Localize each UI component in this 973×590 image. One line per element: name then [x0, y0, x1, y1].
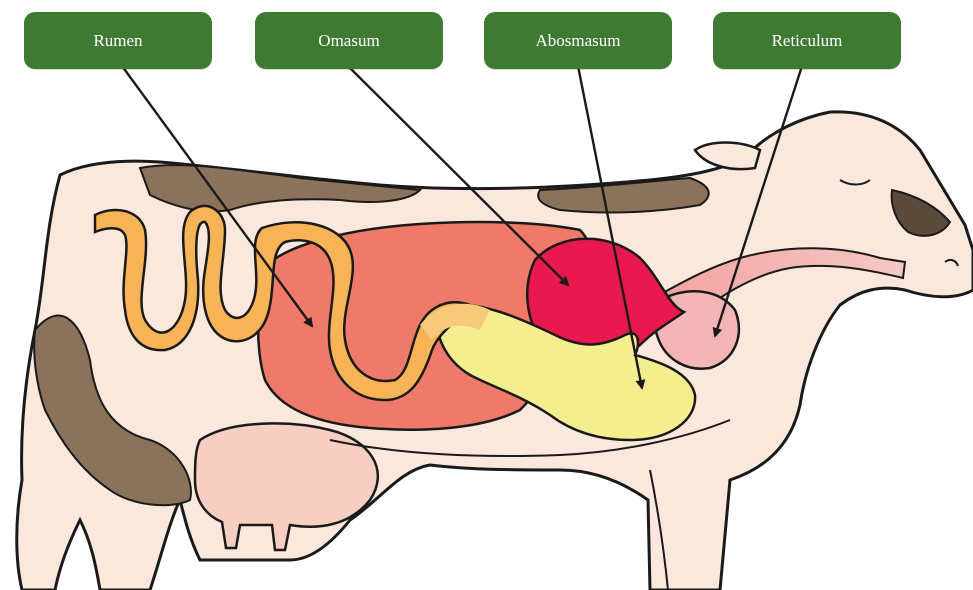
back-spot — [538, 178, 709, 212]
udder — [195, 423, 378, 550]
rumen-label: Rumen — [24, 12, 212, 69]
reticulum-label: Reticulum — [713, 12, 901, 69]
abomasum-label: Abosmasum — [484, 12, 672, 69]
ear — [695, 143, 760, 170]
omasum-label: Omasum — [255, 12, 443, 69]
